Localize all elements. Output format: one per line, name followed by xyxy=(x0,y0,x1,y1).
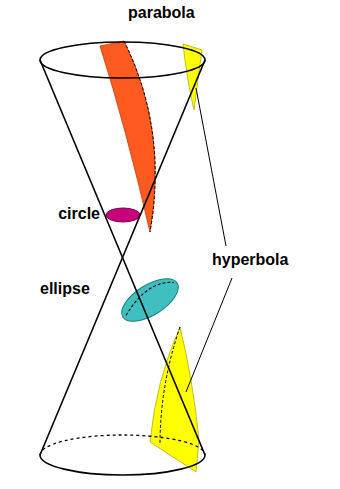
hyperbola-section-lower xyxy=(150,327,199,472)
cone-base-hidden xyxy=(40,435,205,455)
section-label: parabola xyxy=(128,4,195,22)
parabola-section xyxy=(100,41,155,232)
section-label: circle xyxy=(58,205,100,223)
circle-section xyxy=(106,208,140,222)
parabola-hidden-edge xyxy=(124,41,155,232)
cone-base-rim xyxy=(40,455,205,475)
cone-edge xyxy=(40,60,205,455)
ellipse-section xyxy=(115,270,185,329)
cone-top-rim xyxy=(40,42,205,78)
leader-line xyxy=(186,278,232,392)
cone-edge xyxy=(40,60,205,455)
section-label: hyperbola xyxy=(212,251,288,269)
ellipse-hidden-edge xyxy=(122,282,177,316)
leader-line xyxy=(196,88,226,246)
section-label: ellipse xyxy=(40,280,90,298)
